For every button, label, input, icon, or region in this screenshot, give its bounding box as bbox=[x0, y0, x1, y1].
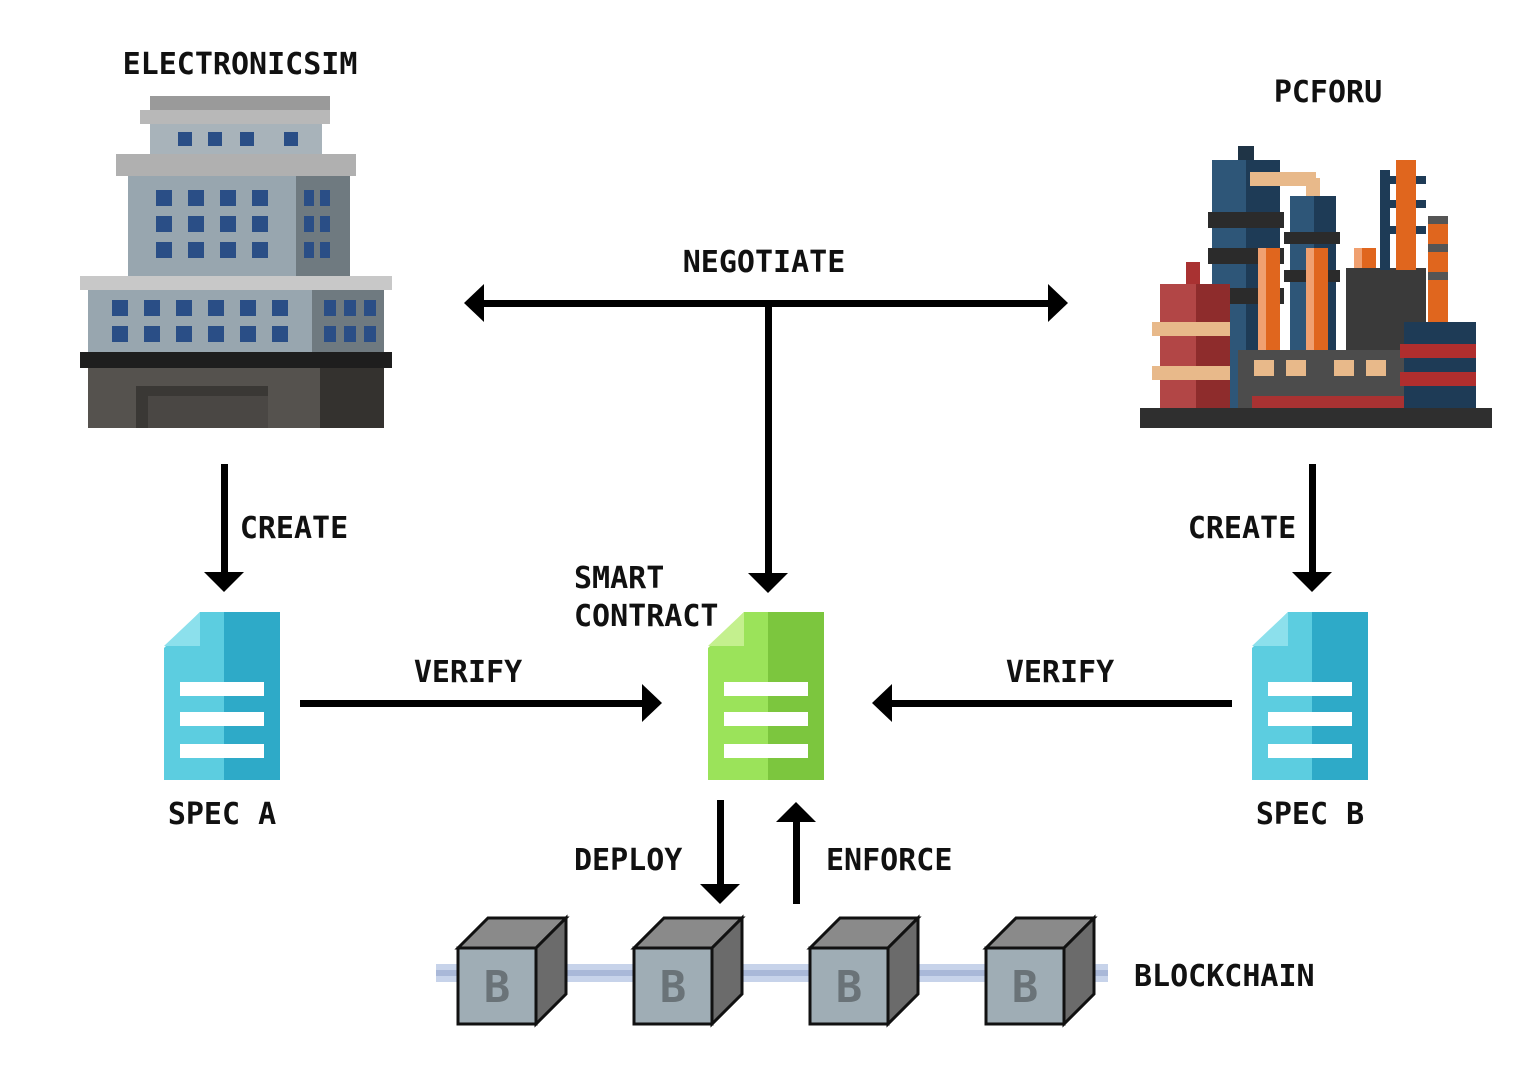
smart-contract-document-icon bbox=[708, 612, 824, 780]
bitcoin-block-icon: B bbox=[454, 914, 570, 1028]
bitcoin-symbol: B bbox=[1012, 962, 1039, 1013]
factory-icon bbox=[1140, 146, 1492, 428]
deploy-label: DEPLOY bbox=[574, 843, 682, 878]
bitcoin-symbol: B bbox=[836, 962, 863, 1013]
left-party-label: ELECTRONICSIM bbox=[123, 47, 358, 82]
blockchain-links bbox=[436, 964, 1108, 982]
spec-a-label: SPEC A bbox=[168, 797, 276, 832]
create-label-left: CREATE bbox=[240, 511, 348, 546]
enforce-label: ENFORCE bbox=[826, 843, 952, 878]
create-arrow-left bbox=[204, 464, 244, 592]
verify-arrow-right bbox=[872, 684, 1232, 722]
negotiate-arrow bbox=[464, 284, 1068, 593]
bitcoin-symbol: B bbox=[484, 962, 511, 1013]
verify-label-right: VERIFY bbox=[1006, 655, 1114, 690]
bitcoin-block-icon: B bbox=[630, 914, 746, 1028]
create-label-right: CREATE bbox=[1188, 511, 1296, 546]
office-building-icon bbox=[80, 96, 392, 428]
spec-b-document-icon bbox=[1252, 612, 1368, 780]
blockchain-label: BLOCKCHAIN bbox=[1134, 959, 1315, 994]
negotiate-label: NEGOTIATE bbox=[683, 245, 846, 280]
deploy-arrow bbox=[700, 800, 740, 904]
verify-arrow-left bbox=[300, 684, 662, 722]
bitcoin-symbol: B bbox=[660, 962, 687, 1013]
spec-a-document-icon bbox=[164, 612, 280, 780]
spec-b-label: SPEC B bbox=[1256, 797, 1364, 832]
smart-contract-label-line2: CONTRACT bbox=[574, 599, 719, 634]
create-arrow-right bbox=[1292, 464, 1332, 592]
bitcoin-block-icon: B bbox=[982, 914, 1098, 1028]
enforce-arrow bbox=[776, 802, 816, 904]
right-party-label: PCFORU bbox=[1274, 75, 1382, 110]
bitcoin-block-icon: B bbox=[806, 914, 922, 1028]
verify-label-left: VERIFY bbox=[414, 655, 522, 690]
smart-contract-label-line1: SMART bbox=[574, 561, 664, 596]
